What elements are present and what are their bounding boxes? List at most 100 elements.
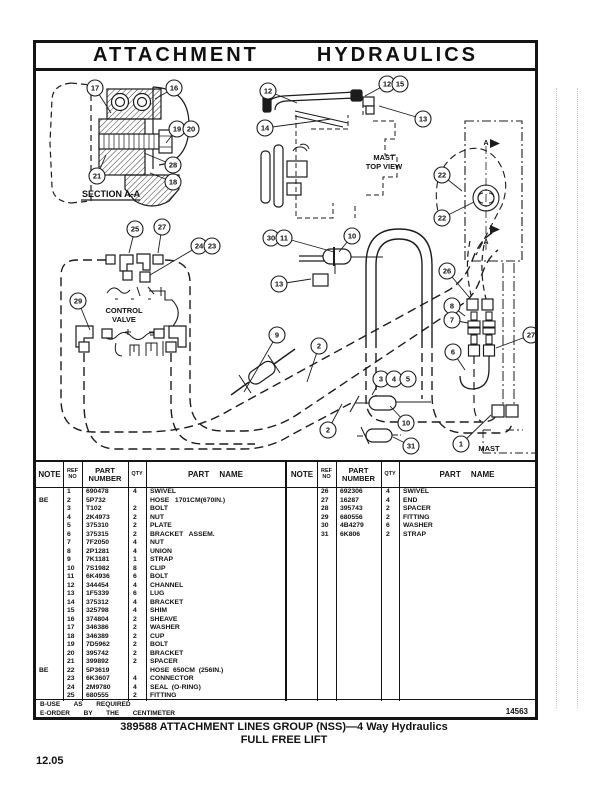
cell-name: SWIVEL — [403, 488, 430, 495]
callout-27: 27 — [153, 218, 171, 236]
cell-pn: 690478 — [86, 488, 109, 495]
col-part-name: PART NAME — [188, 469, 243, 479]
mast-top-view-label-line2: TOP VIEW — [366, 162, 403, 171]
cell-pn: 375315 — [86, 530, 109, 538]
cell-pn: 346386 — [86, 624, 109, 631]
cell-note — [36, 556, 63, 565]
cell-pn: 374804 — [86, 615, 109, 623]
cell-qty: 2 — [133, 649, 137, 657]
svg-text:28: 28 — [169, 161, 177, 170]
cell-qty: 2 — [133, 530, 137, 538]
svg-text:13: 13 — [419, 115, 427, 124]
cell-name: BRACKET ASSEM. — [150, 530, 215, 538]
cell-qty: 2 — [386, 505, 390, 512]
cell-pn: 375312 — [86, 598, 109, 606]
svg-text:9: 9 — [275, 331, 279, 340]
cell-name: UNION — [150, 547, 172, 555]
svg-text:8: 8 — [450, 302, 454, 311]
cell-qty: 2 — [133, 505, 137, 512]
callout-25: 25 — [126, 220, 144, 238]
cell-ref: 1 — [67, 488, 71, 495]
cell-pn: 2P1281 — [86, 547, 110, 555]
cell-name: NUT — [150, 513, 164, 521]
cell-pn: 325798 — [86, 607, 109, 614]
cell-ref: 19 — [67, 641, 75, 648]
cell-name: BRACKET — [150, 649, 184, 657]
cell-name: SWIVEL — [150, 488, 177, 495]
cell-qty: 4 — [133, 598, 137, 606]
cell-pn: 680555 — [86, 692, 109, 699]
cell-note: BE — [39, 496, 49, 504]
cell-ref: 10 — [67, 564, 75, 572]
cell-qty: 8 — [133, 564, 137, 572]
cell-qty: 2 — [386, 513, 390, 521]
cell-note — [287, 514, 317, 523]
cell-qty: 4 — [133, 547, 137, 555]
hydraulics-diagram: SECTION A-A MAST TOP VIEW CONTROL VALVE … — [49, 75, 535, 455]
callout-16: 16 — [165, 79, 183, 97]
cell-ref: 14 — [67, 598, 75, 606]
mast-top-view-label-line1: MAST — [373, 153, 395, 162]
callout-22: 22 — [433, 209, 451, 227]
svg-text:22: 22 — [438, 171, 446, 180]
cell-ref: 26 — [321, 488, 329, 495]
title-word-attachment: ATTACHMENT — [92, 44, 259, 66]
table-footnotes: B-USE AS REQUIRED E-ORDER BY THE CENTIME… — [36, 699, 535, 718]
cell-name: CLIP — [150, 564, 166, 572]
hose-lines — [60, 228, 535, 454]
footnote-e: E-ORDER BY THE CENTIMETER — [40, 710, 175, 717]
cell-ref: 15 — [67, 607, 75, 614]
cell-note — [36, 582, 63, 591]
col-part-name: PART NAME — [439, 469, 495, 479]
cell-ref: 4 — [67, 513, 71, 521]
cell-qty: 2 — [133, 615, 137, 623]
cell-qty: 4 — [133, 581, 137, 589]
cell-note — [36, 539, 63, 548]
callout-15: 15 — [391, 75, 409, 93]
cell-note — [36, 505, 63, 514]
cell-pn: 4B4279 — [340, 522, 364, 529]
callout-23: 23 — [203, 237, 221, 255]
svg-text:12: 12 — [264, 87, 272, 96]
cell-ref: 12 — [67, 581, 75, 589]
callout-26: 26 — [438, 262, 456, 280]
callout-22: 22 — [433, 166, 451, 184]
cell-ref: 13 — [67, 590, 75, 597]
mast-label: MAST — [478, 444, 500, 453]
cell-note — [36, 514, 63, 523]
svg-text:20: 20 — [187, 125, 195, 134]
figure-caption: 389588 ATTACHMENT LINES GROUP (NSS)—4 Wa… — [33, 721, 535, 746]
cell-pn: 2M9780 — [86, 683, 111, 691]
cell-name: BRACKET — [150, 598, 184, 606]
cell-name: HOSE 650CM (256IN.) — [150, 666, 224, 674]
callout-24: 24 — [190, 237, 208, 255]
callout-21: 21 — [88, 167, 106, 185]
cell-ref: 11 — [67, 573, 75, 580]
svg-text:12: 12 — [383, 80, 391, 89]
cell-note — [36, 565, 63, 574]
svg-text:5: 5 — [406, 375, 410, 384]
svg-text:14: 14 — [261, 124, 270, 133]
cell-qty: 2 — [133, 632, 137, 640]
section-aa-label: SECTION A-A — [82, 189, 141, 199]
callout-6: 6 — [444, 343, 462, 361]
callout-2: 2 — [310, 337, 328, 355]
cell-pn: 395742 — [86, 649, 109, 657]
svg-text:3: 3 — [379, 375, 383, 384]
callout-10: 10 — [343, 227, 361, 245]
